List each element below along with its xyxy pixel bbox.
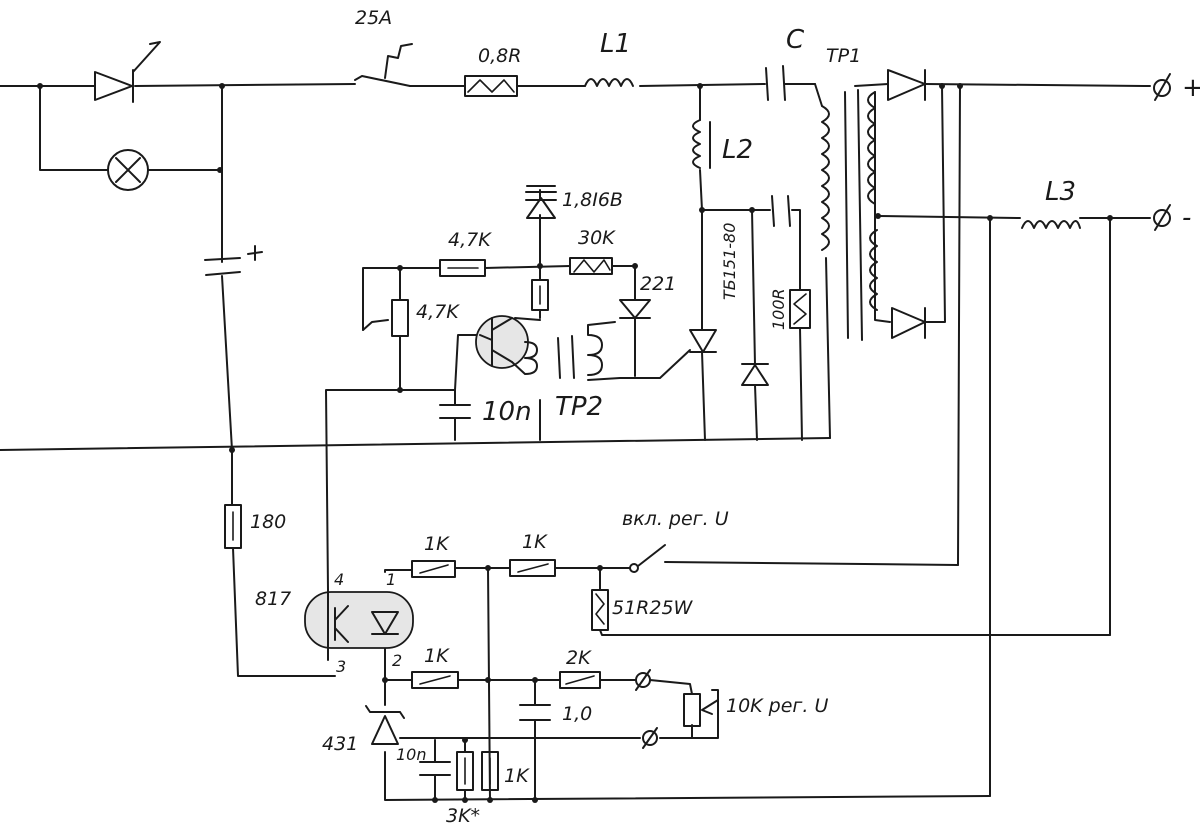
- switch-label: вкл. рег. U: [622, 508, 729, 530]
- r-3k-label: 3K*: [446, 805, 480, 827]
- pot-label: 10K рег. U: [726, 695, 828, 717]
- zener-label: 1,8I6B: [562, 189, 623, 211]
- resistor-4k7-top: 4,7K: [439, 229, 492, 277]
- resistor-180: 180: [224, 504, 286, 549]
- snubber-capacitor: [771, 195, 791, 227]
- resistor-100r: 100R: [769, 288, 811, 330]
- junction-dots: [37, 83, 1113, 803]
- diode-221-label: 221: [640, 273, 676, 295]
- tl431-regulator: 431: [322, 705, 405, 755]
- r-1k-c-label: 1K: [424, 645, 450, 667]
- resistor-1k-c: 1K: [411, 645, 459, 689]
- output-diode-top: [887, 69, 926, 101]
- capacitor-1-0: 1,0: [519, 703, 592, 725]
- shunt-label: 0,8R: [478, 45, 521, 67]
- out-minus-label: -: [1182, 203, 1191, 233]
- fuse-rating-label: 25A: [355, 7, 392, 29]
- transformer-tp2: TP2: [511, 321, 616, 422]
- freewheel-diode: [741, 363, 769, 386]
- cap-c-label: C: [786, 25, 805, 55]
- tr2-label: TP2: [555, 392, 603, 422]
- tl431-label: 431: [322, 733, 358, 755]
- capacitor-10n: 10n: [439, 397, 532, 427]
- shunt-resistor: 0,8R: [464, 45, 521, 97]
- opto-pin1: 1: [386, 570, 396, 589]
- pot-terminal-bottom: [642, 727, 658, 749]
- cap-1-label: 1,0: [562, 703, 592, 725]
- thyristor-tb151-80: TБ151-80: [689, 223, 739, 353]
- thyristor-label: TБ151-80: [720, 223, 739, 300]
- regulation-switch: вкл. рег. U: [622, 508, 729, 573]
- opto-pin3: 3: [336, 657, 346, 676]
- capacitor-c: C: [765, 25, 805, 101]
- zener-1-8i6b: 1,8I6B: [525, 185, 623, 219]
- resistor-1k-b: 1K: [509, 531, 556, 577]
- r-100r-label: 100R: [769, 288, 788, 330]
- opto-label: 817: [255, 588, 291, 610]
- opto-pin2: 2: [392, 651, 402, 670]
- optocoupler-817: 817 4 1 3 2: [255, 570, 414, 676]
- r-4k7-side-label: 4,7K: [416, 301, 460, 323]
- cap-10n-label: 10n: [482, 397, 532, 427]
- l3-label: L3: [1045, 177, 1076, 207]
- resistor-30k: 30K: [569, 227, 616, 275]
- r-51r-label: 51R25W: [612, 597, 694, 619]
- diode-221: 221: [619, 273, 676, 319]
- resistor-51r-25w: 51R25W: [591, 589, 694, 631]
- opto-pin4: 4: [334, 570, 344, 589]
- inductor-l1: L1: [584, 29, 634, 87]
- output-terminal-plus: +: [1153, 73, 1200, 103]
- resistor-zener-series: [531, 279, 549, 311]
- out-plus-label: +: [1182, 73, 1200, 103]
- resistor-3k: 3K*: [446, 751, 480, 827]
- resistor-2k: 2K: [559, 647, 601, 689]
- capacitor-10n-lower: 10n: [396, 745, 451, 776]
- r-180-label: 180: [250, 511, 286, 533]
- r-1k-b-label: 1K: [522, 531, 548, 553]
- resistor-1k-a: 1K: [411, 533, 456, 578]
- transformer-tp1: TP1: [821, 45, 878, 341]
- cap-10n-b-label: 10n: [396, 745, 427, 764]
- r-4k7-top-label: 4,7K: [448, 229, 492, 251]
- tr1-label: TP1: [826, 45, 861, 67]
- unijunction-transistor: [475, 315, 529, 369]
- wires: [0, 83, 1151, 801]
- lamp: [107, 149, 149, 191]
- resistor-1k-d: 1K: [481, 751, 530, 791]
- inductor-l2: L2: [692, 119, 753, 169]
- trimmer-4k7: 4,7K: [362, 299, 460, 337]
- r-2k-label: 2K: [566, 647, 592, 669]
- pot-terminal-top: [635, 669, 651, 691]
- potentiometer-10k: 10K рег. U: [683, 693, 828, 727]
- breaker-switch: 25A: [354, 7, 413, 87]
- output-diode-bottom: [891, 307, 926, 339]
- output-terminal-minus: -: [1153, 203, 1191, 233]
- electrolytic-capacitor: [204, 245, 263, 276]
- l2-label: L2: [722, 135, 753, 165]
- r-30k-label: 30K: [578, 227, 616, 249]
- r-1k-a-label: 1K: [424, 533, 450, 555]
- inductor-l3: L3: [1021, 177, 1081, 229]
- l1-label: L1: [600, 29, 631, 59]
- input-thyristor: [94, 41, 161, 103]
- r-1k-d-label: 1K: [504, 765, 530, 787]
